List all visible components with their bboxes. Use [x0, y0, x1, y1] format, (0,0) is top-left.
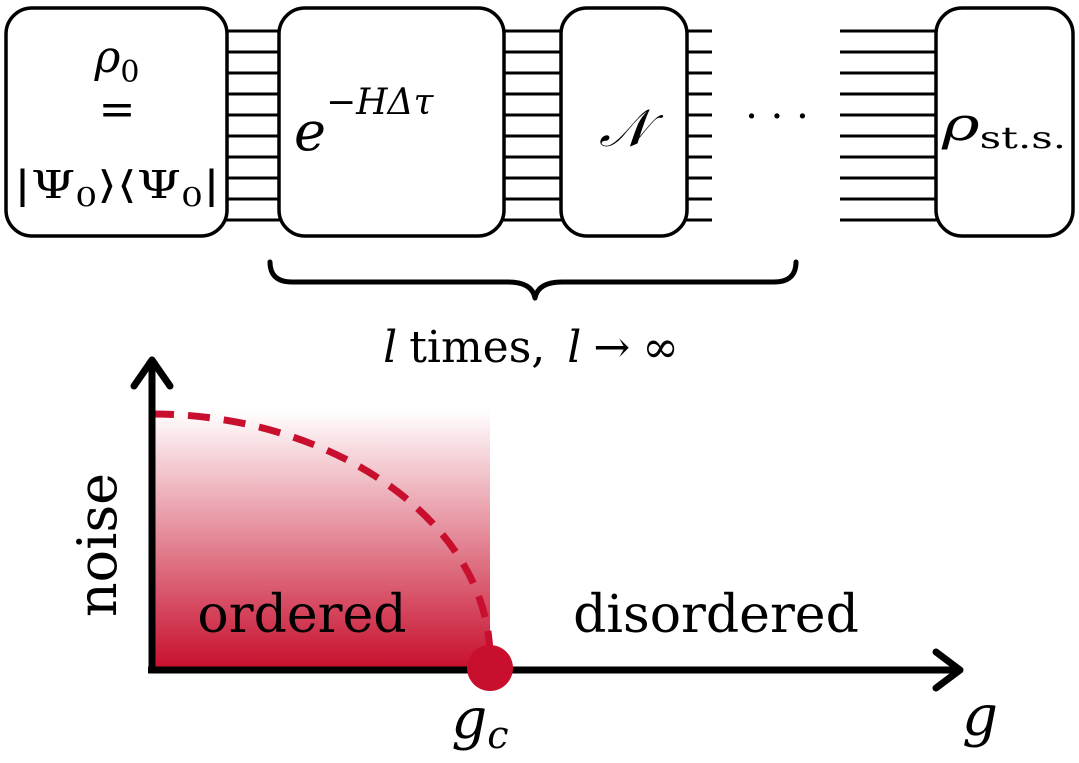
- wire-bundle-4: [840, 29, 938, 222]
- phase-boundary: [151, 410, 494, 657]
- wire-bundle-3: [686, 29, 712, 222]
- repeat-underbrace: [267, 259, 799, 301]
- ordered-region: [152, 410, 490, 668]
- disordered-phase-label: disordered: [573, 585, 859, 645]
- wire-bundle-1: [226, 29, 280, 222]
- time-evolution-box: [277, 6, 506, 238]
- y-axis-arrowhead: [130, 356, 174, 390]
- ellipsis: · · ·: [745, 94, 809, 140]
- rho0-label: ρ0: [94, 32, 140, 90]
- noise-channel-box: [559, 6, 689, 238]
- x-axis-label: g: [962, 684, 998, 749]
- x-axis-arrowhead: [932, 648, 964, 692]
- critical-point-marker: [467, 645, 513, 691]
- wire-bundle-2: [503, 29, 562, 222]
- critical-point-label: gc: [451, 687, 508, 757]
- initial-state-box: [4, 6, 229, 238]
- equals-sign: =: [99, 84, 136, 135]
- steady-state-box: [934, 6, 1075, 238]
- ordered-phase-label: ordered: [197, 585, 406, 645]
- y-axis-label: noise: [66, 473, 129, 617]
- evolution-operator: e−HΔτ: [294, 82, 435, 163]
